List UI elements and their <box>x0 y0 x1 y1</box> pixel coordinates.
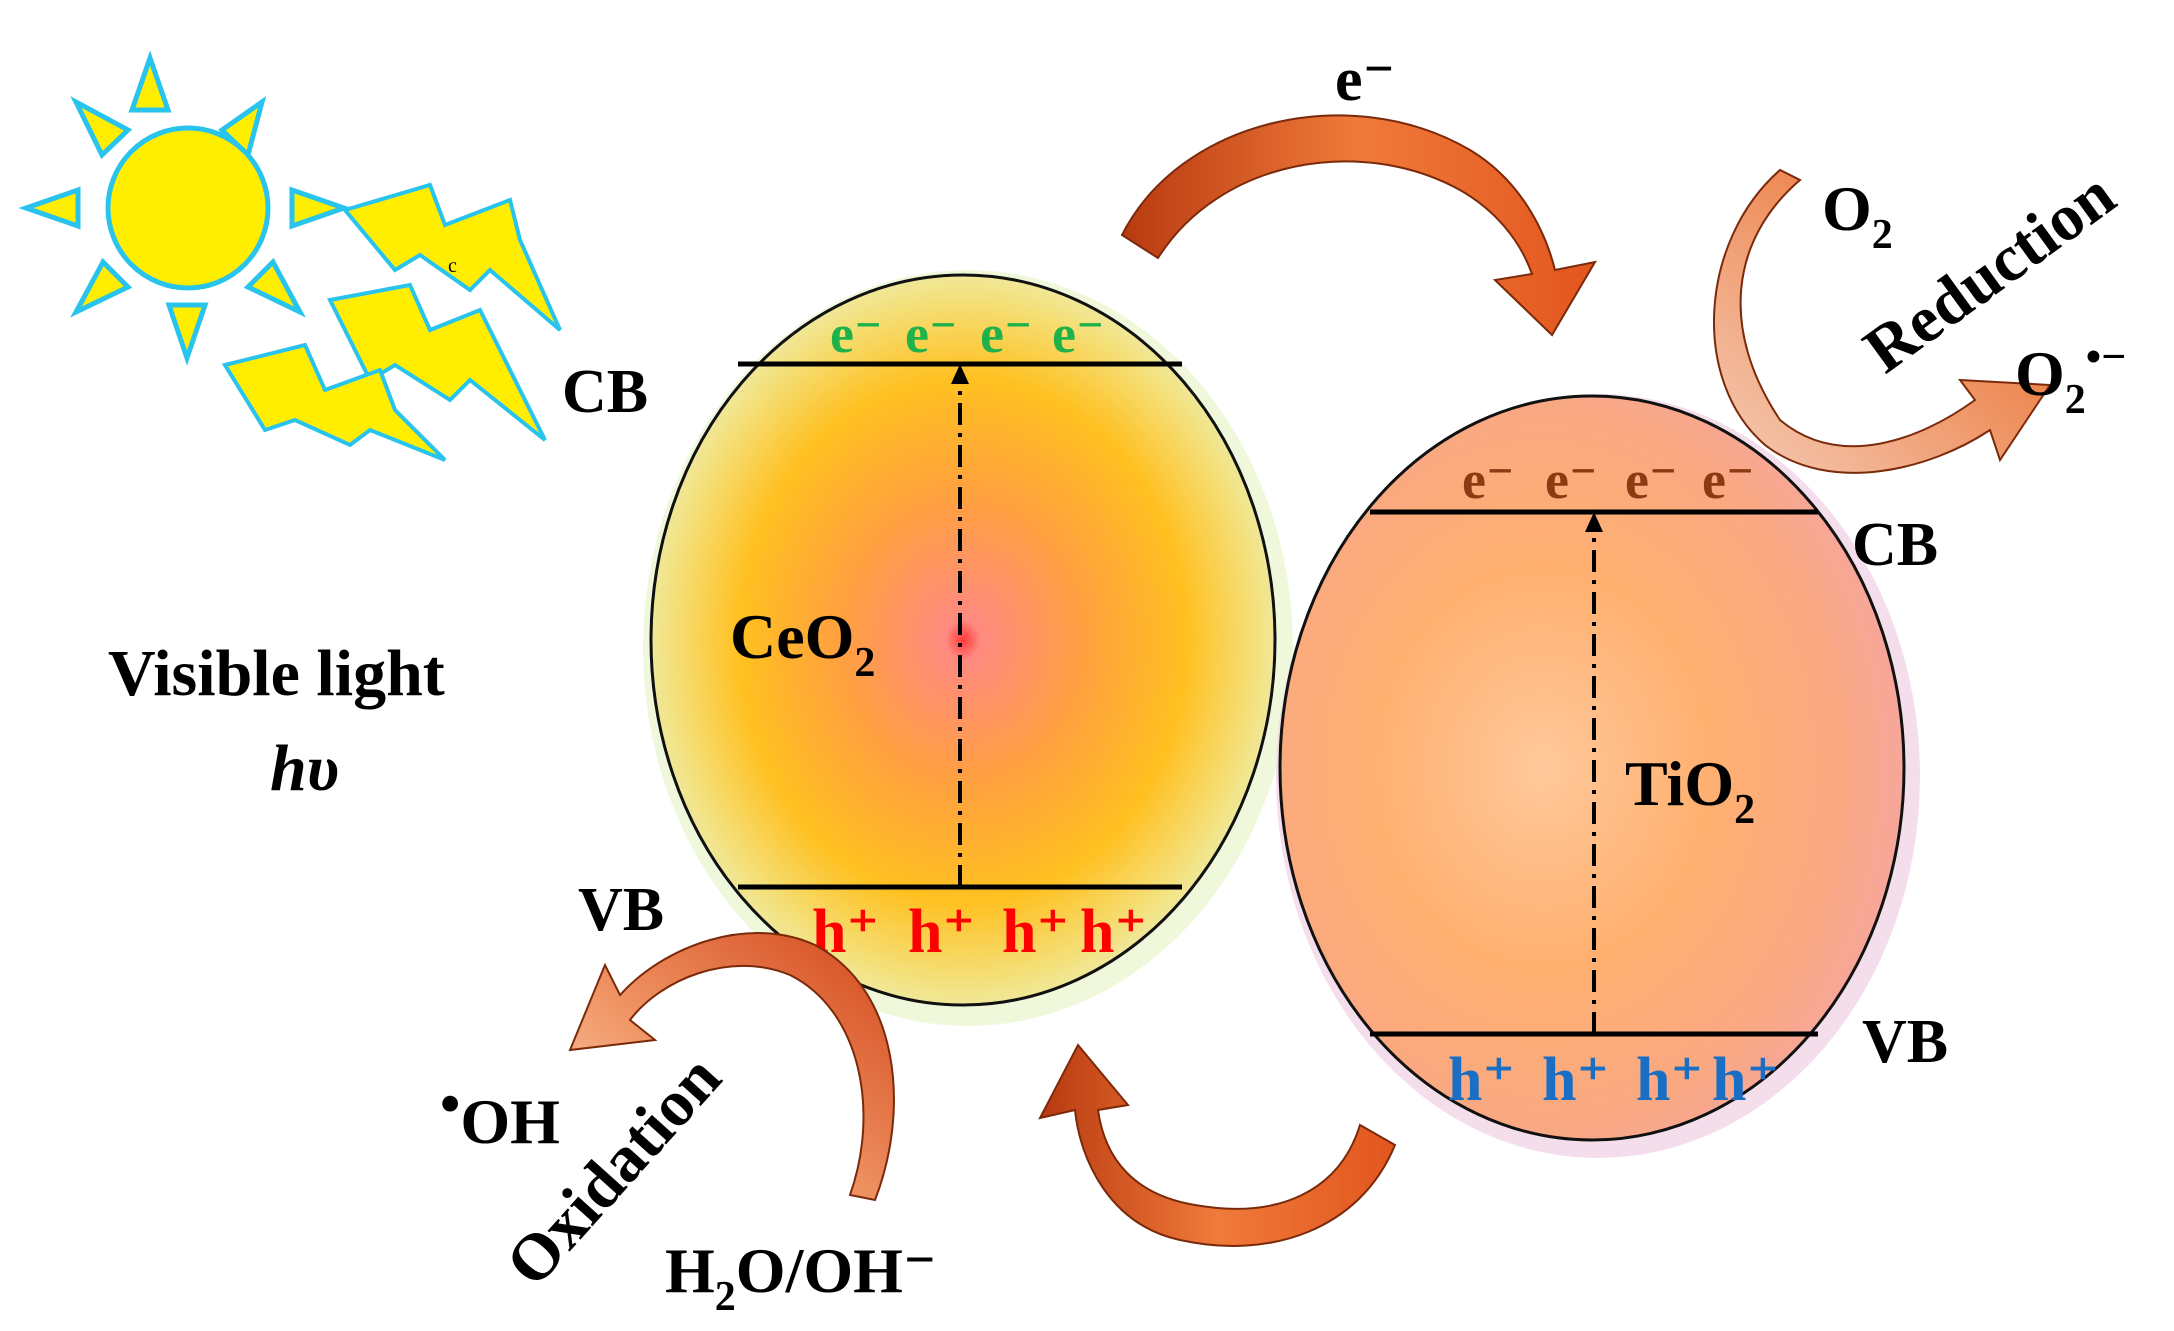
tio2-electron: e⁻ <box>1702 450 1754 510</box>
tio2-vb-label: VB <box>1862 1008 1948 1076</box>
tio2-excitation-arrowhead <box>1585 512 1603 532</box>
ceo2-hole: h⁺ <box>1080 898 1147 966</box>
reduction-arrow <box>1713 168 2052 474</box>
ceo2-electrons: e⁻ e⁻ e⁻ e⁻ <box>830 304 1104 364</box>
sun-ray <box>165 302 209 366</box>
tio2-hole: h⁺ <box>1542 1046 1609 1114</box>
sun-icon <box>18 50 352 366</box>
tio2-electron: e⁻ <box>1462 450 1514 510</box>
oxidation-product: •OH <box>440 1071 560 1157</box>
sun-ray-mark: c <box>448 255 457 277</box>
sun-ray <box>70 257 133 318</box>
electron-transfer-label: e⁻ <box>1335 46 1395 114</box>
tio2-particle: TiO2 e⁻ e⁻ e⁻ e⁻ h⁺ h⁺ h⁺ h⁺ <box>1276 394 1920 1158</box>
oxidation-arrow <box>568 932 895 1202</box>
ceo2-hole: h⁺ <box>1002 898 1069 966</box>
tio2-label: TiO2 <box>1625 748 1755 833</box>
tio2-electron: e⁻ <box>1545 450 1597 510</box>
lightning-bolt-icon <box>327 282 547 442</box>
tio2-hole: h⁺ <box>1636 1046 1703 1114</box>
ceo2-electron: e⁻ <box>905 304 957 364</box>
tio2-electron: e⁻ <box>1625 450 1677 510</box>
sun-ray <box>70 96 133 160</box>
ceo2-vb-label: VB <box>578 876 664 944</box>
hole-transfer-arrow <box>1038 1043 1397 1247</box>
photon-energy-label: hυ <box>270 732 339 805</box>
tio2-electrons: e⁻ e⁻ e⁻ e⁻ <box>1462 450 1754 510</box>
lightning-bolt-icon <box>341 182 562 332</box>
electron-transfer-arrow <box>1120 114 1597 337</box>
ceo2-cb-label: CB <box>562 358 648 426</box>
tio2-hole: h⁺ <box>1448 1046 1515 1114</box>
light-rays <box>221 182 562 462</box>
oxidation-reactant: H2O/OH⁻ <box>665 1235 937 1320</box>
ceo2-excitation-arrowhead <box>951 364 969 384</box>
ceo2-sphere <box>649 273 1277 1007</box>
ceo2-electron: e⁻ <box>1052 304 1104 364</box>
sun-ray <box>128 50 172 113</box>
ceo2-electron: e⁻ <box>980 304 1032 364</box>
ceo2-electron: e⁻ <box>830 304 882 364</box>
tio2-holes: h⁺ h⁺ h⁺ h⁺ <box>1448 1046 1779 1114</box>
tio2-cb-label: CB <box>1852 511 1938 579</box>
ceo2-hole: h⁺ <box>908 898 975 966</box>
sun-ray <box>18 186 81 230</box>
ceo2-label: CeO2 <box>730 601 875 686</box>
sun-disc <box>105 125 271 291</box>
reduction-reactant: O2 <box>1822 173 1893 258</box>
visible-light-label: Visible light <box>108 637 445 710</box>
reduction-product: O2•− <box>2015 332 2126 423</box>
sun-ray <box>289 186 352 230</box>
tio2-hole: h⁺ <box>1712 1046 1779 1114</box>
sun-ray <box>243 257 306 318</box>
lightning-bolt-icon <box>221 342 447 462</box>
ceo2-particle: CeO2 e⁻ e⁻ e⁻ e⁻ h⁺ h⁺ h⁺ h⁺ <box>643 270 1293 1026</box>
